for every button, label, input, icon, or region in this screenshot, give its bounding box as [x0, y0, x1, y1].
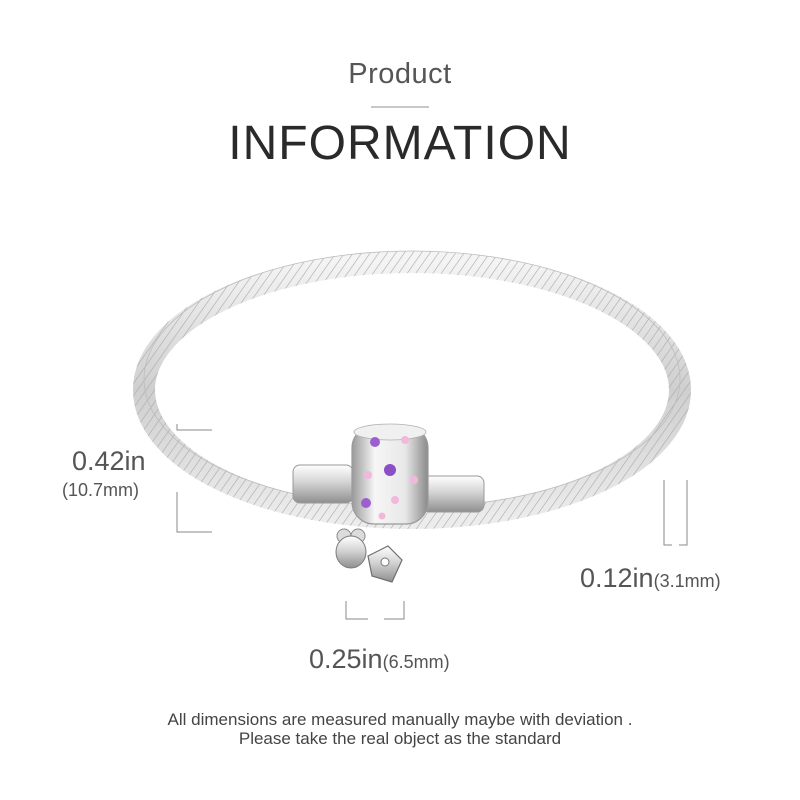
width-dimension: 0.25in(6.5mm) — [309, 644, 450, 675]
width-guide — [345, 601, 405, 620]
purple-stone — [370, 437, 380, 447]
end-cap-right — [421, 475, 485, 513]
thickness-millimeters: (3.1mm) — [653, 571, 721, 591]
height-guide — [176, 424, 212, 533]
standard-note: Please take the real object as the stand… — [238, 729, 562, 748]
width-inches: 0.25in — [309, 644, 383, 674]
clasp-bead — [351, 423, 429, 525]
end-cap-left — [292, 464, 354, 504]
purple-stone — [384, 464, 396, 476]
purple-stone — [361, 498, 371, 508]
bow-charm — [367, 545, 403, 583]
height-inches: 0.42in — [72, 446, 146, 476]
bear-charm — [335, 528, 367, 569]
heading-divider — [371, 106, 429, 108]
thickness-inches: 0.12in — [580, 563, 654, 593]
thickness-dimension: 0.12in(3.1mm) — [580, 563, 721, 594]
measurement-note: All dimensions are measured manually may… — [167, 710, 633, 729]
height-millimeters: (10.7mm) — [62, 480, 140, 500]
pink-stone — [410, 476, 418, 484]
width-millimeters: (6.5mm) — [382, 652, 450, 672]
pink-stone — [378, 512, 386, 520]
pink-stone — [401, 436, 409, 444]
heading-information: INFORMATION — [228, 117, 572, 170]
pink-stone — [364, 471, 372, 479]
heading-product: Product — [348, 58, 452, 90]
thickness-guide — [663, 480, 688, 546]
pink-stone — [391, 496, 399, 504]
